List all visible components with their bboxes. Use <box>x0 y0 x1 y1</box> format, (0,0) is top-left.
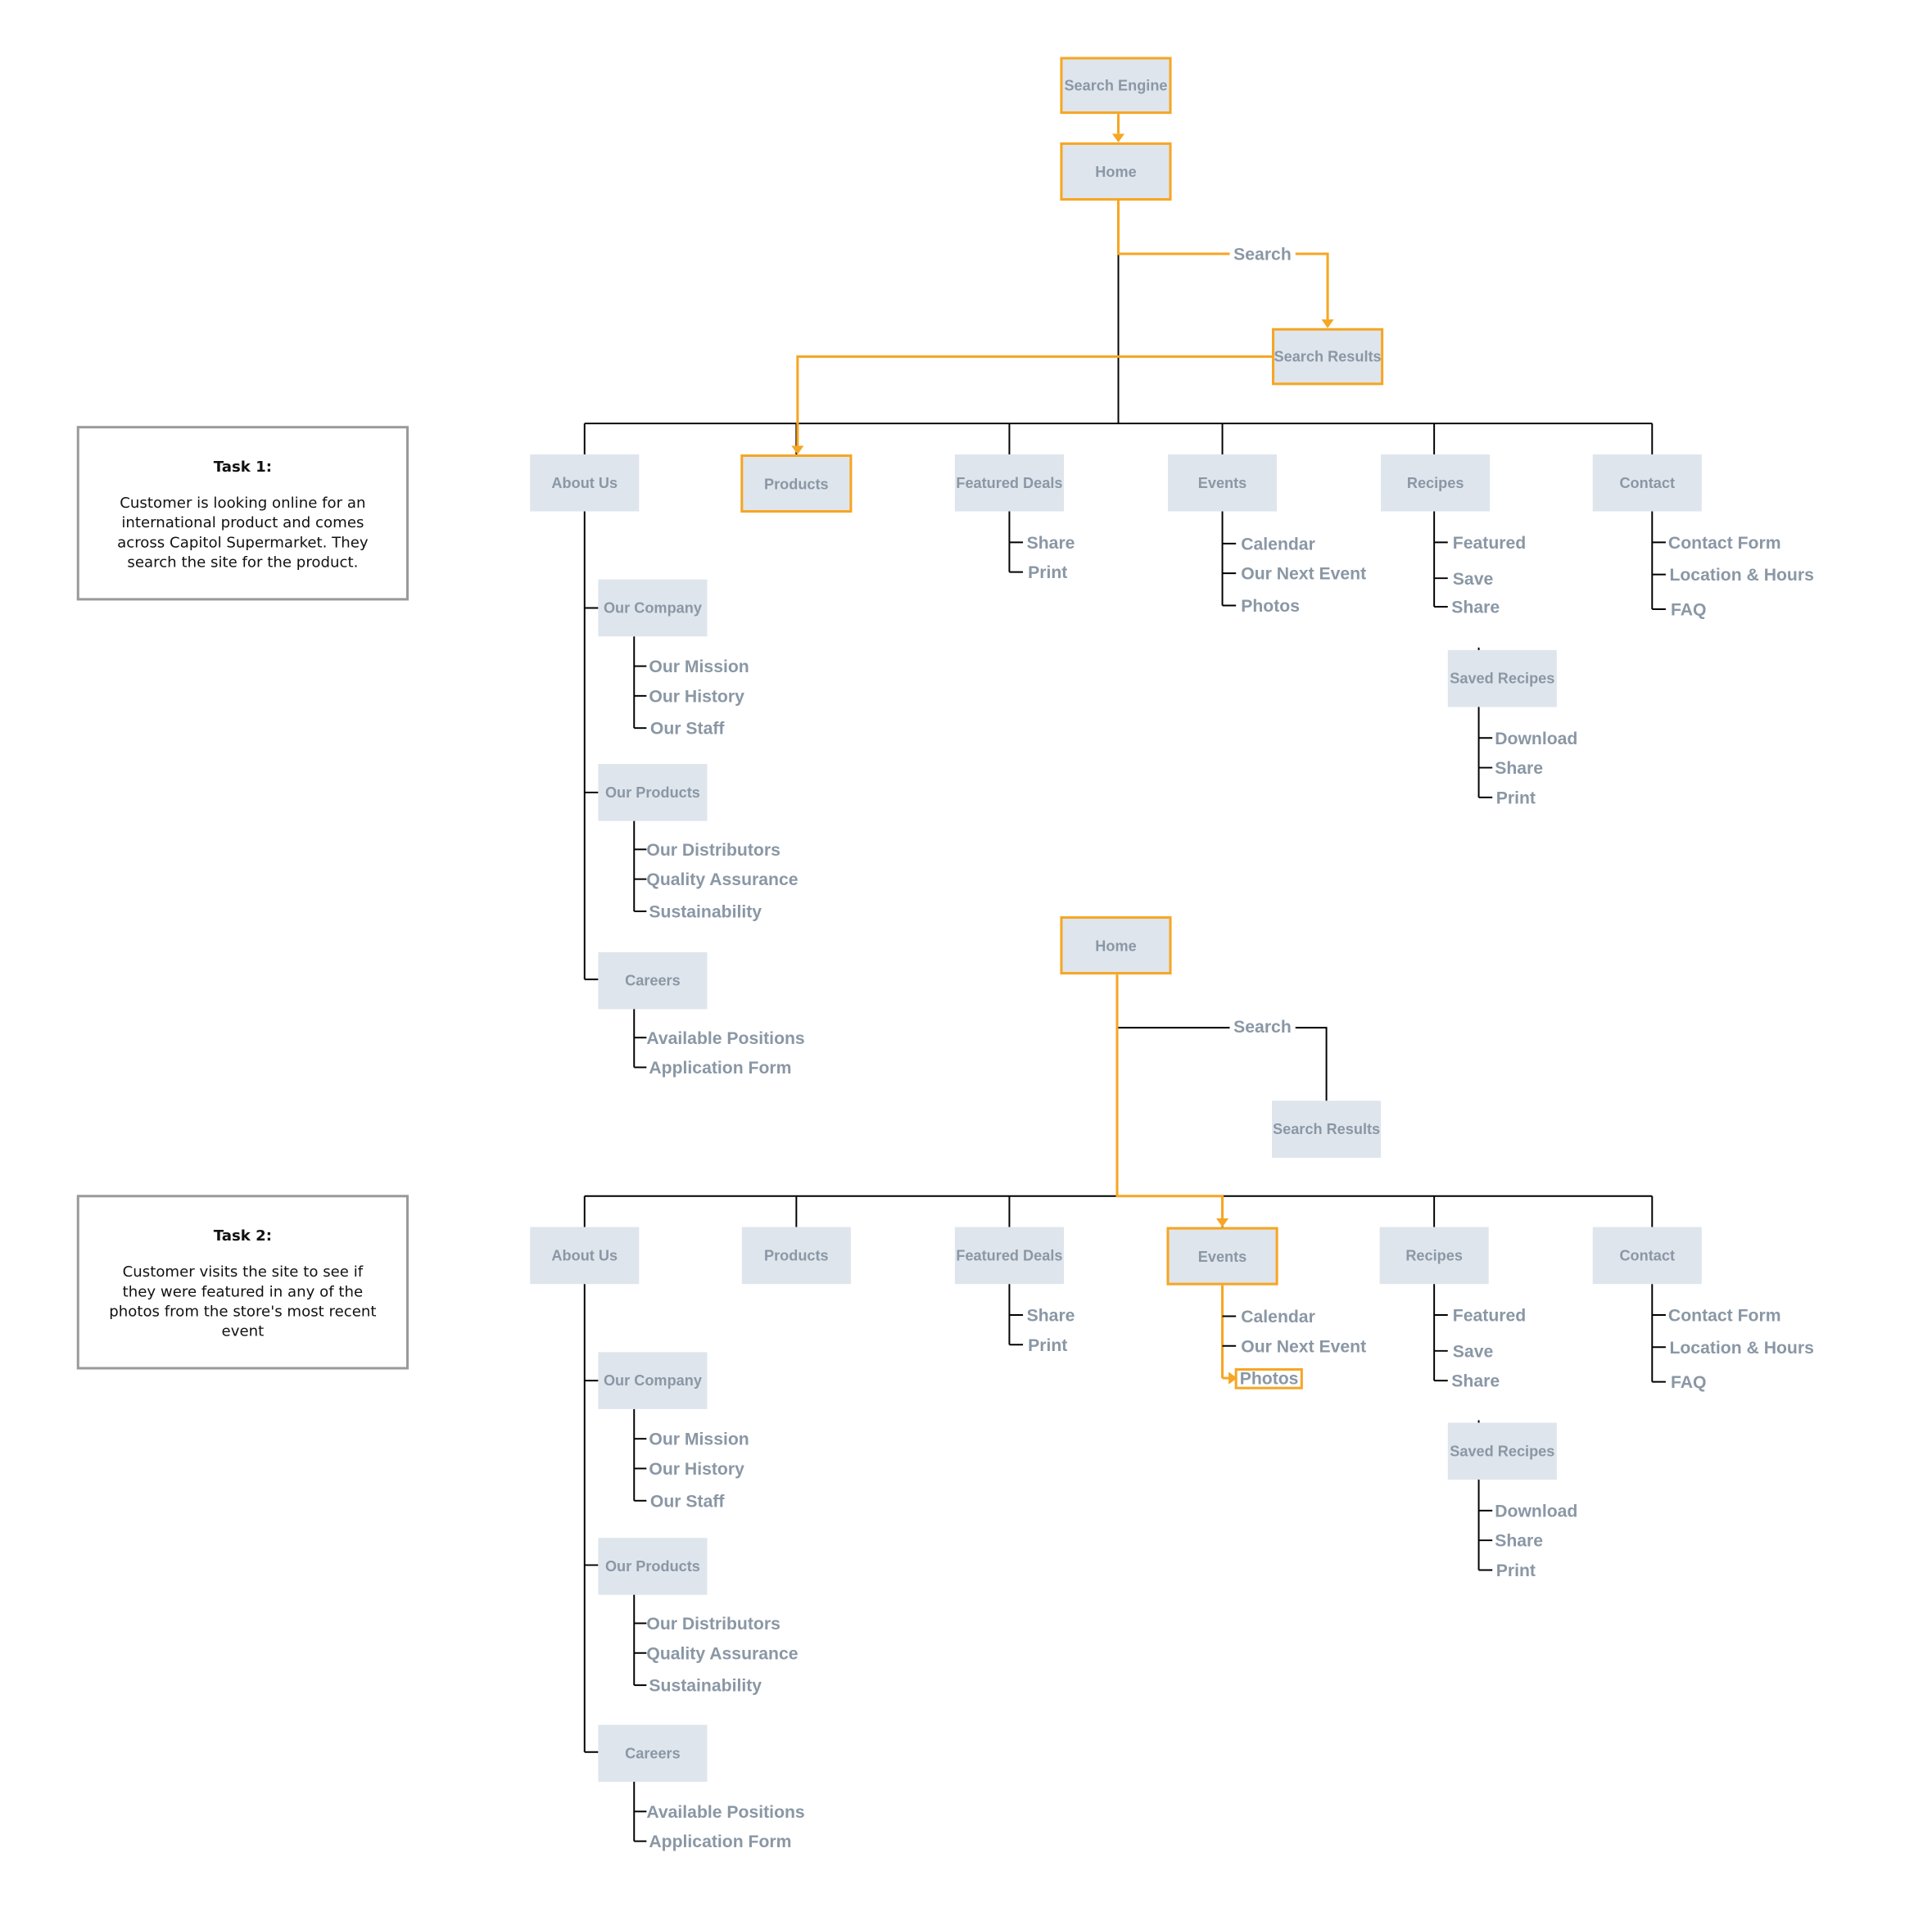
d1-featured-share-item[interactable]: Share <box>1026 532 1075 553</box>
d1-our-next-event-item[interactable]: Our Next Event <box>1241 563 1367 584</box>
task-1-box: Task 1: Customer is looking online for a… <box>76 426 409 601</box>
d2-contact-form-item[interactable]: Contact Form <box>1667 1304 1781 1326</box>
d1-contact-form-item[interactable]: Contact Form <box>1667 532 1781 553</box>
d1-saved-share-item[interactable]: Share <box>1495 757 1544 778</box>
d2-our-history-item[interactable]: Our History <box>649 1458 744 1479</box>
d1-our-distributors-item[interactable]: Our Distributors <box>646 839 780 860</box>
d2-featured-share-item[interactable]: Share <box>1026 1304 1075 1326</box>
d1-our-products-node[interactable]: Our Products <box>598 764 708 821</box>
d2-featured-deals-node[interactable]: Featured Deals <box>954 1227 1064 1285</box>
d1-calendar-item[interactable]: Calendar <box>1241 533 1315 554</box>
d2-our-staff-item[interactable]: Our Staff <box>649 1490 725 1511</box>
d2-our-distributors-item[interactable]: Our Distributors <box>646 1613 780 1634</box>
d2-home-node[interactable]: Home <box>1060 916 1172 975</box>
d2-saved-recipes-node[interactable]: Saved Recipes <box>1447 1422 1557 1480</box>
arrowhead-43 <box>1111 133 1125 142</box>
arrowhead-80 <box>1228 1372 1237 1385</box>
arrowhead-48 <box>791 445 804 454</box>
d1-contact-node[interactable]: Contact <box>1592 454 1702 512</box>
d1-recipes-share-item[interactable]: Share <box>1451 596 1500 617</box>
d1-our-staff-item[interactable]: Our Staff <box>649 718 725 739</box>
d1-products-node[interactable]: Products <box>740 454 853 513</box>
d1-events-node[interactable]: Events <box>1168 454 1278 512</box>
task-2-box: Task 2: Customer visits the site to see … <box>76 1195 409 1370</box>
d1-recipes-node[interactable]: Recipes <box>1381 454 1491 512</box>
d1-location-hours-item[interactable]: Location & Hours <box>1669 564 1814 585</box>
d1-featured-deals-node[interactable]: Featured Deals <box>954 454 1064 512</box>
d2-calendar-item[interactable]: Calendar <box>1241 1306 1315 1326</box>
d2-our-products-node[interactable]: Our Products <box>598 1538 708 1595</box>
d2-saved-share-item[interactable]: Share <box>1495 1530 1544 1551</box>
d1-careers-node[interactable]: Careers <box>598 951 708 1010</box>
d2-about-us-node[interactable]: About Us <box>530 1227 640 1285</box>
d1-quality-assurance-item[interactable]: Quality Assurance <box>646 869 799 889</box>
d2-search-results-node[interactable]: Search Results <box>1272 1100 1382 1158</box>
d1-photos-item[interactable]: Photos <box>1241 595 1300 616</box>
d1-application-form-item[interactable]: Application Form <box>649 1057 792 1078</box>
d2-saved-print-item[interactable]: Print <box>1495 1560 1536 1580</box>
d2-sustainability-item[interactable]: Sustainability <box>649 1675 762 1696</box>
d2-search-label: Search <box>1229 1016 1296 1037</box>
d1-recipes-featured-item[interactable]: Featured <box>1452 532 1527 553</box>
d1-our-company-node[interactable]: Our Company <box>598 579 708 637</box>
d2-recipes-save-item[interactable]: Save <box>1452 1340 1494 1361</box>
arrowhead-94 <box>1215 1218 1229 1227</box>
highlight-path-44 <box>1117 200 1230 255</box>
d2-our-next-event-item[interactable]: Our Next Event <box>1241 1335 1367 1356</box>
highlight-path-50 <box>1292 1027 1328 1101</box>
d2-recipes-share-item[interactable]: Share <box>1451 1371 1500 1391</box>
d1-saved-download-item[interactable]: Download <box>1495 728 1578 748</box>
d1-saved-recipes-node[interactable]: Saved Recipes <box>1447 649 1557 707</box>
d1-recipes-save-item[interactable]: Save <box>1452 568 1494 589</box>
d2-application-form-item[interactable]: Application Form <box>649 1831 792 1851</box>
d1-available-positions-item[interactable]: Available Positions <box>646 1028 805 1048</box>
d2-careers-node[interactable]: Careers <box>598 1724 708 1783</box>
d2-products-node[interactable]: Products <box>741 1227 851 1285</box>
d1-search-engine-node[interactable]: Search Engine <box>1060 56 1172 115</box>
d1-search-results-node[interactable]: Search Results <box>1272 328 1384 386</box>
arrowhead-46 <box>1321 319 1334 328</box>
d2-saved-download-item[interactable]: Download <box>1495 1500 1578 1521</box>
task-2-description: Customer visits the site to see if they … <box>109 1263 377 1340</box>
d2-available-positions-item[interactable]: Available Positions <box>646 1801 805 1822</box>
highlight-path-45 <box>1292 252 1329 320</box>
d1-sustainability-item[interactable]: Sustainability <box>649 901 762 922</box>
d2-photos-item[interactable]: Photos <box>1234 1367 1304 1390</box>
d2-our-company-node[interactable]: Our Company <box>598 1352 708 1409</box>
d2-contact-node[interactable]: Contact <box>1592 1227 1702 1285</box>
d1-saved-print-item[interactable]: Print <box>1495 787 1536 807</box>
task-1-title: Task 1: <box>213 458 273 476</box>
d2-featured-print-item[interactable]: Print <box>1028 1335 1068 1355</box>
d2-our-mission-item[interactable]: Our Mission <box>649 1429 749 1449</box>
task-1-description: Customer is looking online for an intern… <box>117 494 369 572</box>
highlight-path-93 <box>1115 974 1224 1219</box>
d2-location-hours-item[interactable]: Location & Hours <box>1669 1337 1814 1358</box>
d1-home-node[interactable]: Home <box>1060 142 1172 201</box>
d1-faq-item[interactable]: FAQ <box>1670 599 1707 620</box>
d1-featured-print-item[interactable]: Print <box>1028 562 1068 582</box>
d1-our-history-item[interactable]: Our History <box>649 685 744 706</box>
d2-faq-item[interactable]: FAQ <box>1670 1372 1707 1392</box>
d2-quality-assurance-item[interactable]: Quality Assurance <box>646 1643 799 1663</box>
d2-events-node[interactable]: Events <box>1166 1227 1278 1286</box>
d1-our-mission-item[interactable]: Our Mission <box>649 656 749 676</box>
d2-recipes-featured-item[interactable]: Featured <box>1452 1304 1527 1326</box>
d2-recipes-node[interactable]: Recipes <box>1379 1227 1489 1285</box>
task-2-title: Task 2: <box>213 1227 273 1245</box>
highlight-path-47 <box>796 355 1273 446</box>
d1-search-label: Search <box>1229 243 1296 264</box>
d1-about-us-node[interactable]: About Us <box>530 454 640 512</box>
